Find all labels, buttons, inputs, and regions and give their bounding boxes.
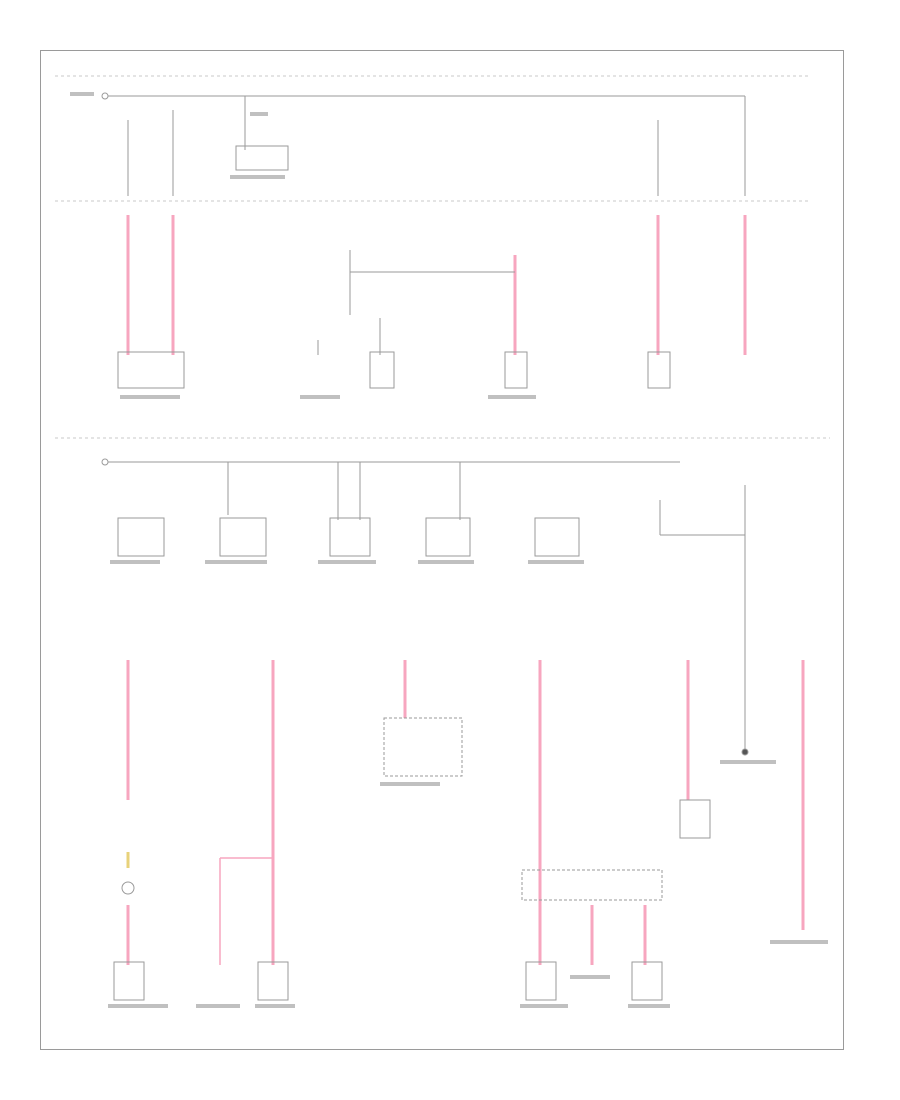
connector-l5 <box>525 961 557 1001</box>
label-block <box>196 1004 240 1008</box>
label-block <box>380 782 440 786</box>
label-block <box>250 112 268 116</box>
connector-m3 <box>504 351 528 389</box>
connector-m4 <box>647 351 671 389</box>
label-block <box>520 1004 568 1008</box>
label-block <box>720 760 776 764</box>
diagram-frame <box>40 50 844 1050</box>
label-block <box>300 395 340 399</box>
label-block <box>230 175 285 179</box>
section-dividers <box>55 75 830 439</box>
top-bus <box>101 92 746 196</box>
label-block <box>488 395 536 399</box>
connector-m2 <box>369 351 395 389</box>
connector-b3 <box>329 517 371 557</box>
connector-b2 <box>219 517 267 557</box>
label-block <box>418 560 474 564</box>
top-junction-block <box>235 145 289 171</box>
label-block <box>120 395 180 399</box>
connector-b5 <box>534 517 580 557</box>
splice-box <box>521 869 663 901</box>
label-block <box>110 560 160 564</box>
label-block <box>205 560 267 564</box>
bottom-bus <box>101 458 749 756</box>
label-block <box>108 1004 168 1008</box>
tiny-labels <box>70 92 828 1008</box>
label-block <box>770 940 828 944</box>
connector-b4 <box>425 517 471 557</box>
connector-l9 <box>631 961 663 1001</box>
label-block <box>628 1004 670 1008</box>
lower-section <box>113 660 805 1001</box>
connector-m1 <box>117 351 185 389</box>
module-box <box>383 717 463 777</box>
middle-section <box>117 215 747 389</box>
connector-l3 <box>257 961 289 1001</box>
connector-b1 <box>117 517 165 557</box>
connector-l6 <box>679 799 711 839</box>
connector-l1 <box>113 961 145 1001</box>
label-block <box>70 92 94 96</box>
label-block <box>570 975 610 979</box>
label-block <box>528 560 584 564</box>
label-block <box>318 560 376 564</box>
label-block <box>255 1004 295 1008</box>
